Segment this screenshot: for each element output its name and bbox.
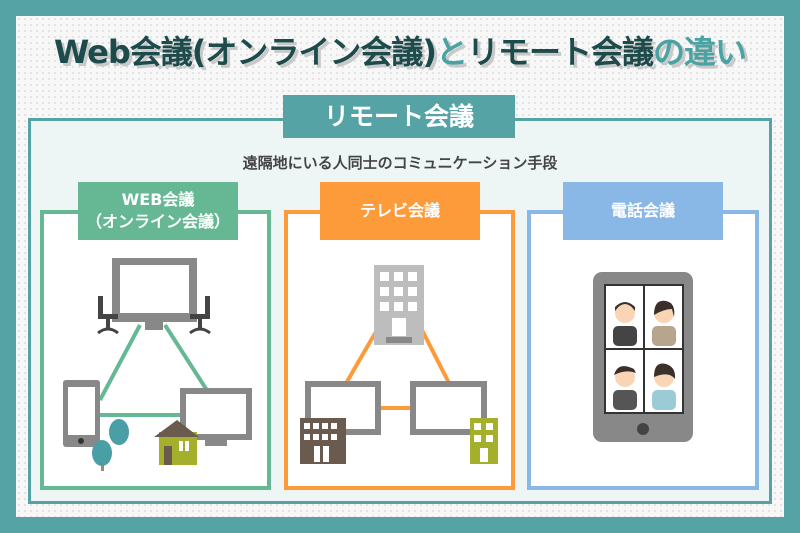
office-chair-icon xyxy=(97,296,119,335)
phone-meeting-label: 電話会議 xyxy=(563,182,723,240)
person-avatar-icon xyxy=(613,366,637,410)
title-difference: の違い xyxy=(653,33,747,71)
smartphone-icon xyxy=(593,272,693,442)
tv-network-lines xyxy=(343,328,452,410)
person-avatar-icon xyxy=(652,363,676,410)
title-web: Web会議(オンライン会議) xyxy=(53,33,437,71)
person-avatar-icon xyxy=(652,300,676,346)
remote-meeting-description: 遠隔地にいる人同士のコミュニケーション手段 xyxy=(242,154,558,172)
tree-icon xyxy=(92,419,129,471)
remote-meeting-label: リモート会議 xyxy=(283,95,515,138)
headquarters-building-icon xyxy=(374,265,424,345)
house-icon xyxy=(154,420,199,465)
monitor-icon xyxy=(180,388,252,446)
person-avatar-icon xyxy=(613,302,637,346)
monitor-icon xyxy=(112,258,197,330)
branch-building-icon xyxy=(470,418,498,464)
office-chair-icon xyxy=(189,296,211,335)
office-building-icon xyxy=(300,418,346,464)
tv-meeting-label-text: テレビ会議 xyxy=(359,201,440,220)
web-meeting-label: WEB会議 （オンライン会議） xyxy=(78,182,238,240)
title-to: と xyxy=(435,33,468,71)
web-network-lines xyxy=(98,323,212,417)
tablet-icon xyxy=(63,380,100,447)
tv-meeting-label: テレビ会議 xyxy=(320,182,480,240)
title-remote: リモート会議 xyxy=(467,33,654,71)
phone-meeting-label-text: 電話会議 xyxy=(610,201,675,220)
page-title: Web会議(オンライン会議)とリモート会議の違い xyxy=(0,32,800,72)
web-meeting-label-line1: WEB会議 xyxy=(121,190,195,209)
web-meeting-label-line2: （オンライン会議） xyxy=(85,212,230,231)
